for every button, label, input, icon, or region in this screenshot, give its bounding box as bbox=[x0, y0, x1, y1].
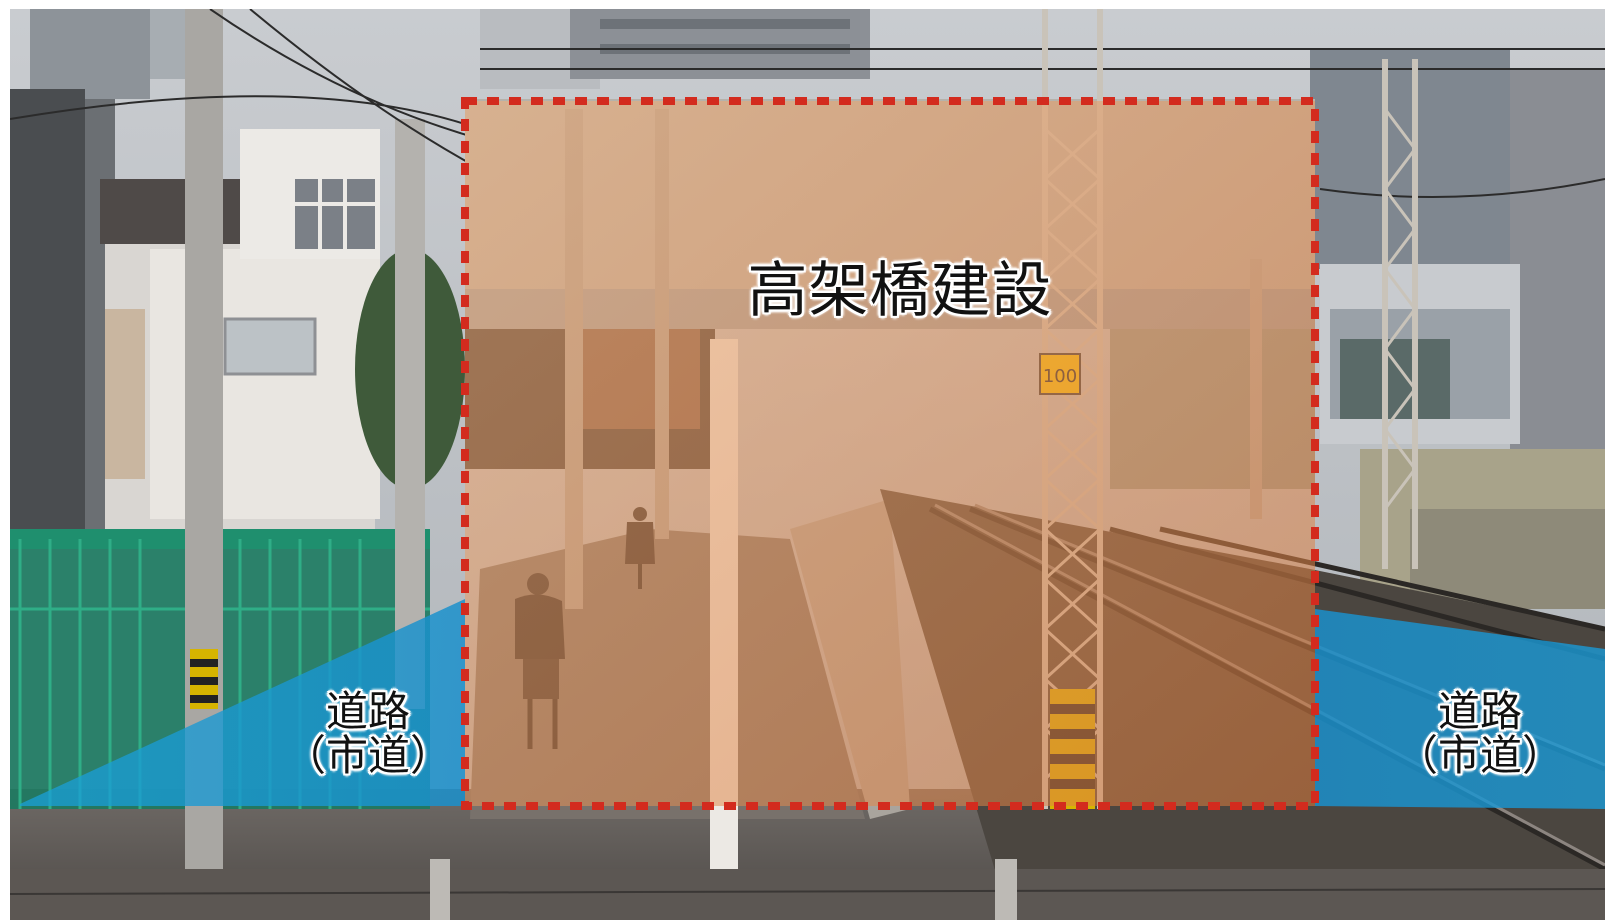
photo-scene: 100 bbox=[10, 9, 1605, 920]
road-label-left-line2: （市道） bbox=[283, 731, 452, 781]
viaduct-construction-label: 高架橋建設 bbox=[747, 256, 1053, 326]
road-overlay-left bbox=[20, 599, 465, 806]
railway-photo: 100 bbox=[10, 9, 1605, 920]
road-overlay-right bbox=[1315, 609, 1605, 809]
road-label-right-line1: 道路 bbox=[1437, 687, 1522, 736]
road-label-right-line2: （市道） bbox=[1395, 731, 1564, 781]
road-label-right: 道路 （市道） bbox=[1380, 687, 1580, 781]
road-label-left-line1: 道路 bbox=[325, 687, 410, 736]
construction-area-fill bbox=[465, 101, 1315, 806]
road-label-left: 道路 （市道） bbox=[268, 687, 468, 781]
construction-area-outline bbox=[461, 97, 1319, 810]
